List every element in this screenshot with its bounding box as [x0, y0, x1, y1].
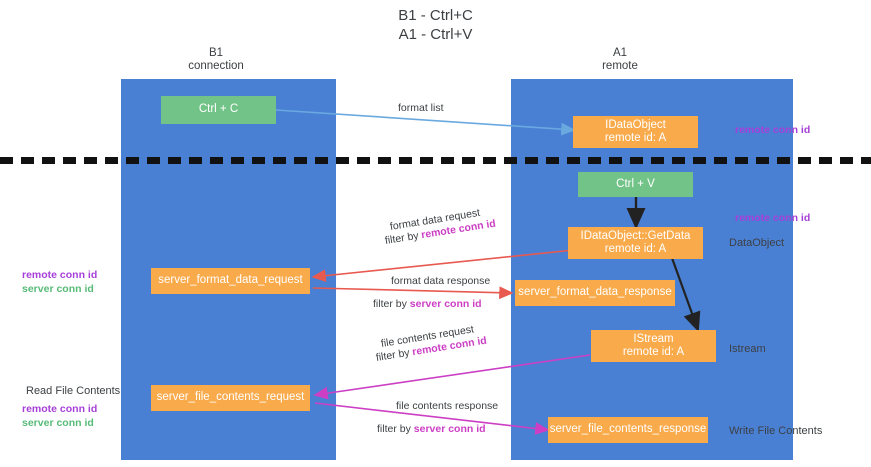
filter-key-server-conn-id: server conn id — [413, 423, 486, 435]
node-server-file-contents-response[interactable]: server_file_contents_response — [548, 417, 708, 443]
filter-key-server-conn-id: server conn id — [409, 298, 482, 310]
annotation-dataobject: DataObject — [729, 237, 785, 249]
edge-label-format-list: format list — [398, 102, 444, 114]
column-header-a1: A1 remote — [602, 47, 638, 72]
annotation-read-file-contents: Read File Contents — [26, 385, 121, 397]
filter-prefix: filter by — [375, 346, 414, 364]
edge-label-format-data-response: format data response — [391, 275, 491, 287]
filter-prefix: filter by — [373, 298, 410, 310]
filter-prefix: filter by — [384, 229, 423, 247]
node-istream[interactable]: IStream remote id: A — [591, 330, 716, 362]
edge-label-format-data-response-filter: filter by server conn id — [373, 297, 482, 311]
node-idataobject-getdata[interactable]: IDataObject::GetData remote id: A — [568, 227, 703, 259]
page-title: B1 - Ctrl+C A1 - Ctrl+V — [398, 7, 473, 43]
column-header-b1: B1 connection — [188, 47, 244, 72]
annotation-left-remote-conn-id-2: remote conn id — [22, 403, 98, 415]
annotation-left-remote-conn-id: remote conn id — [22, 269, 98, 281]
edge-label-file-contents-response-filter: filter by server conn id — [377, 422, 486, 436]
node-server-format-data-request[interactable]: server_format_data_request — [151, 268, 310, 294]
annotation-left-server-conn-id-2: server conn id — [22, 417, 94, 429]
node-ctrl-v[interactable]: Ctrl + V — [578, 172, 693, 197]
filter-prefix: filter by — [377, 423, 414, 435]
annotation-write-file-contents: Write File Contents — [729, 425, 823, 437]
phase-divider — [0, 157, 871, 164]
edge-label-file-contents-response: file contents response — [396, 400, 499, 412]
node-server-file-contents-request[interactable]: server_file_contents_request — [151, 385, 310, 411]
annotation-istream: Istream — [729, 343, 766, 355]
node-idataobject[interactable]: IDataObject remote id: A — [573, 116, 698, 148]
annotation-remote-conn-id-mid: remote conn id — [735, 212, 811, 224]
node-server-format-data-response[interactable]: server_format_data_response — [515, 280, 675, 306]
node-ctrl-c[interactable]: Ctrl + C — [161, 96, 276, 124]
annotation-left-server-conn-id: server conn id — [22, 283, 94, 295]
annotation-remote-conn-id-top: remote conn id — [735, 124, 811, 136]
